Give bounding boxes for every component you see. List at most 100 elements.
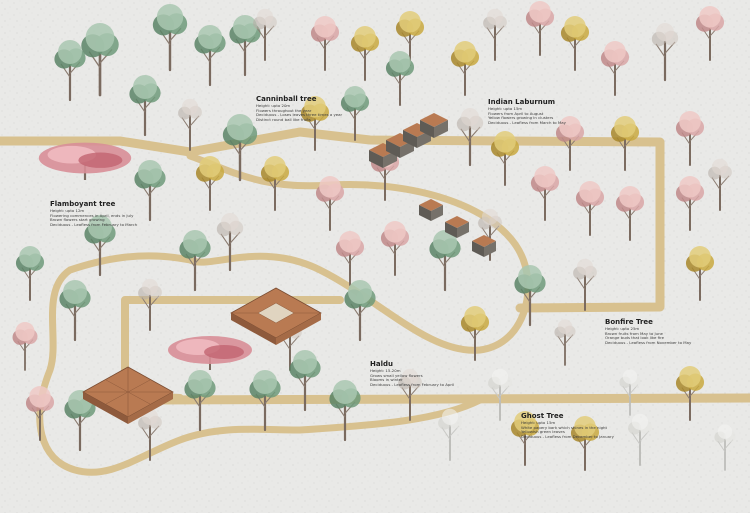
tree xyxy=(385,51,415,106)
trees xyxy=(12,1,736,471)
tree xyxy=(651,23,679,82)
tree xyxy=(600,41,630,96)
flamboyant-tree xyxy=(38,142,132,180)
label-line: Deciduous - Leafless from December to Ja… xyxy=(521,434,614,440)
tree xyxy=(610,116,640,171)
label-line: Brown fruits from May to June xyxy=(605,330,663,336)
tree xyxy=(59,280,91,342)
tree xyxy=(560,15,590,71)
tree xyxy=(555,116,585,171)
label-line: Orange buds that look like fire xyxy=(605,335,665,341)
tree xyxy=(329,380,361,442)
tree xyxy=(708,158,732,211)
tree xyxy=(675,366,705,421)
tree xyxy=(438,408,462,461)
label-line: Grows small yellow flowers xyxy=(370,372,423,378)
tree xyxy=(335,231,365,286)
label-title: Bonfire Tree xyxy=(605,318,653,326)
tree xyxy=(184,370,216,432)
label-line: Distinct round ball like fruits xyxy=(256,117,311,123)
tree xyxy=(15,245,45,301)
tree xyxy=(615,186,645,241)
tree xyxy=(554,319,576,366)
tree xyxy=(628,413,652,466)
tree xyxy=(675,111,705,166)
tree xyxy=(134,160,166,222)
tree xyxy=(429,230,461,292)
label-line: Blooms in winter xyxy=(370,377,403,383)
tree xyxy=(84,215,116,277)
tree xyxy=(675,176,705,231)
tree xyxy=(490,131,520,186)
label-line: Brown flowers start growing xyxy=(50,217,105,223)
tree xyxy=(253,8,277,61)
tree xyxy=(138,278,162,331)
tree xyxy=(178,98,202,151)
label-title: Ghost Tree xyxy=(521,412,564,420)
tree xyxy=(340,86,370,141)
tree xyxy=(260,156,290,211)
tree xyxy=(685,245,715,301)
tree xyxy=(450,41,480,96)
tree xyxy=(81,23,119,97)
label-ghost-tree: Ghost Tree Height: upto 15m White papery… xyxy=(521,412,614,440)
tree xyxy=(344,280,376,342)
label-line: White papery bark which shines in the ni… xyxy=(521,424,608,430)
label-canninball-tree: Canninball tree Height: upto 20m Flowers… xyxy=(256,95,342,123)
tree xyxy=(129,75,161,137)
label-line: Flowers throughout the year xyxy=(256,107,312,113)
label-line: Height: upto 12m xyxy=(50,208,85,214)
label-indian-laburnum: Indian Laburnum Height: upto 15m Flowers… xyxy=(488,98,566,126)
tree xyxy=(194,25,226,87)
tree xyxy=(64,390,96,452)
tree xyxy=(54,40,86,102)
tree xyxy=(195,156,225,211)
tree xyxy=(460,306,490,361)
path-top xyxy=(0,127,665,313)
pavilion-left xyxy=(82,366,174,424)
pavilion-center xyxy=(230,287,322,345)
label-line: Height: upto 15m xyxy=(521,420,556,426)
tree xyxy=(570,416,600,471)
label-line: Deciduous - Leafless from March to May xyxy=(488,120,566,126)
tree xyxy=(315,176,345,231)
label-line: Yellowish green leaves xyxy=(521,429,565,435)
tree xyxy=(300,96,330,151)
cabin-cluster xyxy=(419,199,496,257)
tree xyxy=(216,213,244,272)
path-bottom xyxy=(145,393,750,405)
label-title: Indian Laburnum xyxy=(488,98,556,106)
tree xyxy=(695,5,725,61)
tree xyxy=(398,368,422,421)
tree xyxy=(488,368,512,421)
tree xyxy=(380,221,410,276)
label-flamboyant-tree: Flamboyant tree Height: upto 12m Floweri… xyxy=(50,200,137,228)
tree xyxy=(310,15,340,71)
tree xyxy=(514,265,546,327)
label-line: Height: upto 20m xyxy=(256,103,291,109)
flamboyant-tree xyxy=(168,336,252,370)
tree xyxy=(478,208,502,261)
tree xyxy=(152,4,188,72)
tree xyxy=(179,230,211,292)
tree xyxy=(25,386,55,441)
tree xyxy=(619,369,641,416)
label-line: Deciduous - Leafless from February to Ma… xyxy=(50,222,138,228)
tree xyxy=(483,8,507,61)
tree xyxy=(525,1,555,56)
label-line: Flowering commences in April, ends in Ju… xyxy=(50,212,134,218)
label-line: Height: upto 15m xyxy=(488,106,523,112)
label-line: Flowers from April to August xyxy=(488,110,544,116)
tree xyxy=(714,424,736,471)
tree xyxy=(350,26,380,81)
label-line: Height: upto 25m xyxy=(605,326,640,332)
tree xyxy=(456,108,484,167)
cabin-row-top xyxy=(369,113,448,168)
label-line: Yellow flowers growing in clusters xyxy=(488,115,554,121)
label-title: Haldu xyxy=(370,360,393,368)
label-title: Flamboyant tree xyxy=(50,200,116,208)
label-haldu: Haldu Height: 15-20m Grows small yellow … xyxy=(370,360,454,388)
label-line: Deciduous - Leafless from November to Ma… xyxy=(605,340,692,346)
